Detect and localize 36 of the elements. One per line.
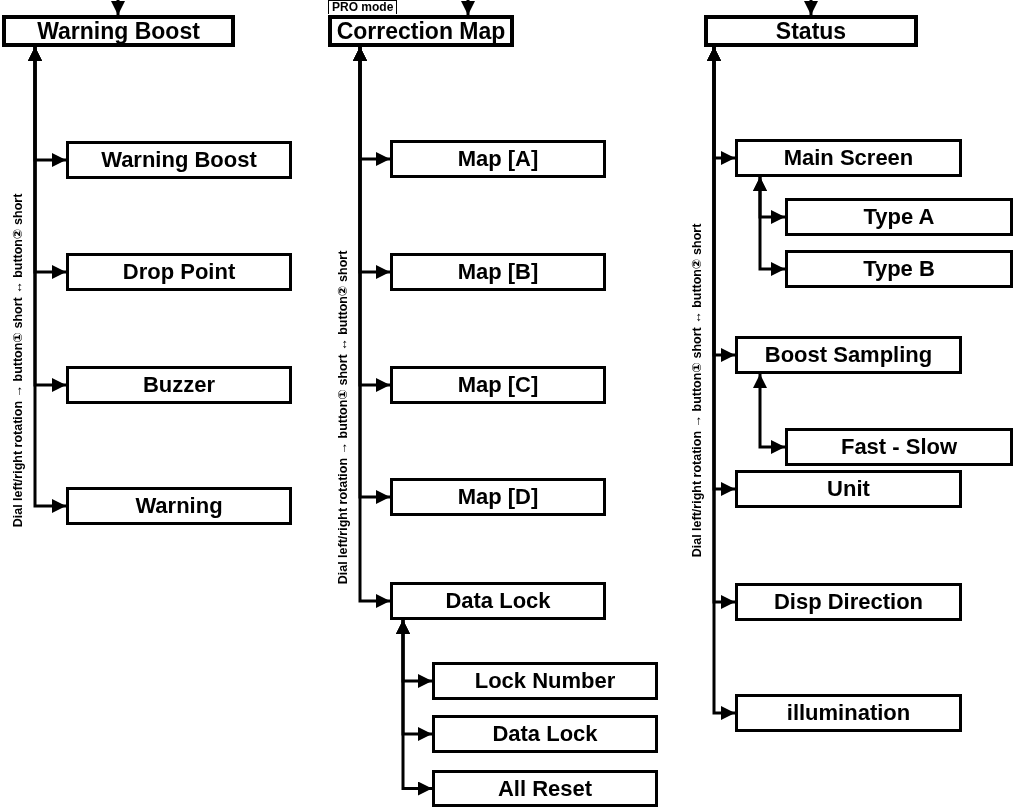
- side-note: Dial left/right rotation → button① short ↔ button② short: [10, 193, 26, 527]
- side-note: Dial left/right rotation → button① short ↔ button② short: [689, 223, 705, 557]
- menu-item-box: illumination: [735, 694, 962, 732]
- menu-item-box: Disp Direction: [735, 583, 962, 621]
- menu-item-box: Warning: [66, 487, 292, 525]
- menu-item-box: Drop Point: [66, 253, 292, 291]
- arrow: [353, 47, 390, 608]
- menu-item-box: Boost Sampling: [735, 336, 962, 374]
- arrow: [707, 47, 735, 720]
- arrow: [396, 620, 432, 796]
- arrow: [753, 374, 785, 454]
- menu-item-box: Type A: [785, 198, 1013, 236]
- menu-item-box: Map [A]: [390, 140, 606, 178]
- menu-item-box: Data Lock: [390, 582, 606, 620]
- menu-item-box: Warning Boost: [66, 141, 292, 179]
- mode-tag: PRO mode: [328, 0, 398, 14]
- menu-item-box: Map [D]: [390, 478, 606, 516]
- menu-item-box: Main Screen: [735, 139, 962, 177]
- arrow: [28, 47, 66, 513]
- menu-item-box: Fast - Slow: [785, 428, 1013, 466]
- menu-item-box: Unit: [735, 470, 962, 508]
- menu-item-box: Map [B]: [390, 253, 606, 291]
- menu-item-box: Type B: [785, 250, 1013, 288]
- menu-item-box: Buzzer: [66, 366, 292, 404]
- menu-header-box: Correction Map: [328, 15, 514, 47]
- arrow: [753, 177, 785, 276]
- menu-item-box: Lock Number: [432, 662, 658, 700]
- side-note: Dial left/right rotation → button① short ↔ button② short: [335, 250, 351, 585]
- menu-item-box: Map [C]: [390, 366, 606, 404]
- menu-header-box: Warning Boost: [2, 15, 235, 47]
- menu-item-box: All Reset: [432, 770, 658, 807]
- menu-header-box: Status: [704, 15, 918, 47]
- arrow: [461, 0, 475, 15]
- menu-item-box: Data Lock: [432, 715, 658, 753]
- arrow: [804, 0, 818, 15]
- arrow: [111, 0, 125, 15]
